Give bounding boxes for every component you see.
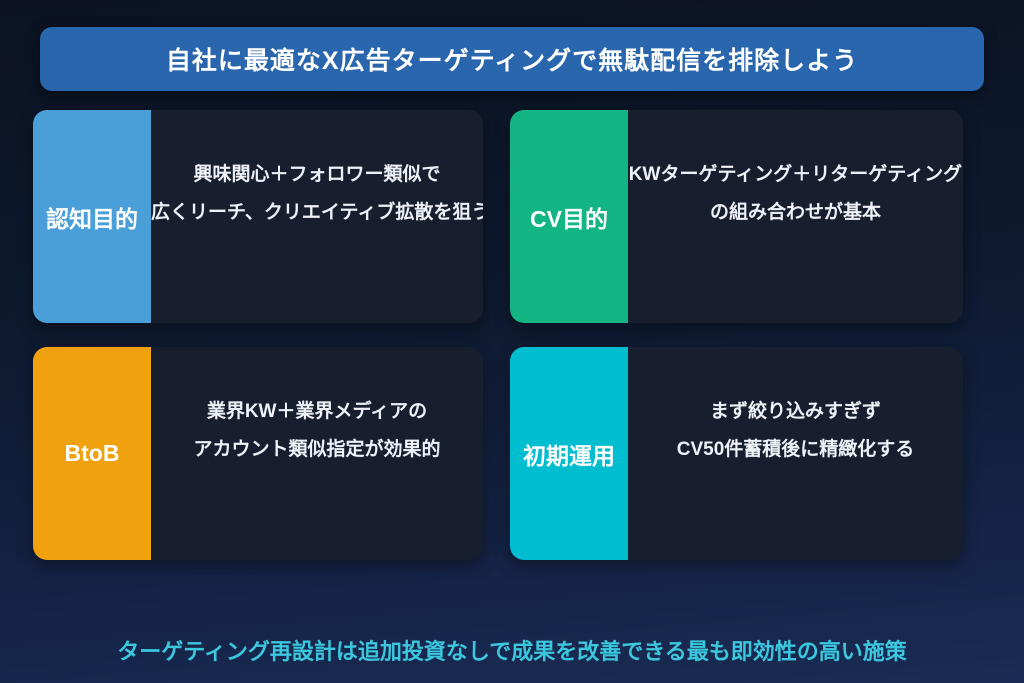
card-btob: BtoB 業界KW＋業界メディアの アカウント類似指定が効果的 [33, 347, 483, 560]
card-btob-line-2: アカウント類似指定が効果的 [193, 439, 441, 460]
card-initial-operation: 初期運用 まず絞り込みすぎず CV50件蓄積後に精緻化する [510, 347, 963, 560]
card-btob-body: 業界KW＋業界メディアの アカウント類似指定が効果的 [151, 347, 483, 560]
card-initial-operation-line-1: まず絞り込みすぎず [709, 401, 881, 422]
card-awareness-label: 認知目的 [33, 110, 151, 323]
card-cv-body: KWターゲティング＋リターゲティング の組み合わせが基本 [628, 110, 963, 323]
card-awareness: 認知目的 興味関心＋フォロワー類似で 広くリーチ、クリエイティブ拡散を狙う [33, 110, 483, 323]
card-awareness-line-1: 興味関心＋フォロワー類似で [193, 164, 441, 185]
card-cv-line-1: KWターゲティング＋リターゲティング [628, 164, 963, 185]
card-initial-operation-label: 初期運用 [510, 347, 628, 560]
footer-note: ターゲティング再設計は追加投資なしで成果を改善できる最も即効性の高い施策 [117, 639, 907, 664]
page-title: 自社に最適なX広告ターゲティングで無駄配信を排除しよう [165, 47, 859, 75]
card-btob-line-1: 業界KW＋業界メディアの [206, 401, 428, 422]
card-btob-label: BtoB [33, 347, 151, 560]
card-cv: CV目的 KWターゲティング＋リターゲティング の組み合わせが基本 [510, 110, 963, 323]
card-awareness-body: 興味関心＋フォロワー類似で 広くリーチ、クリエイティブ拡散を狙う [151, 110, 483, 323]
card-initial-operation-line-2: CV50件蓄積後に精緻化する [676, 439, 915, 460]
card-cv-label: CV目的 [510, 110, 628, 323]
title-banner: 自社に最適なX広告ターゲティングで無駄配信を排除しよう [40, 27, 984, 91]
card-awareness-line-2: 広くリーチ、クリエイティブ拡散を狙う [151, 202, 483, 223]
card-cv-line-2: の組み合わせが基本 [709, 202, 881, 223]
card-initial-operation-body: まず絞り込みすぎず CV50件蓄積後に精緻化する [628, 347, 963, 560]
